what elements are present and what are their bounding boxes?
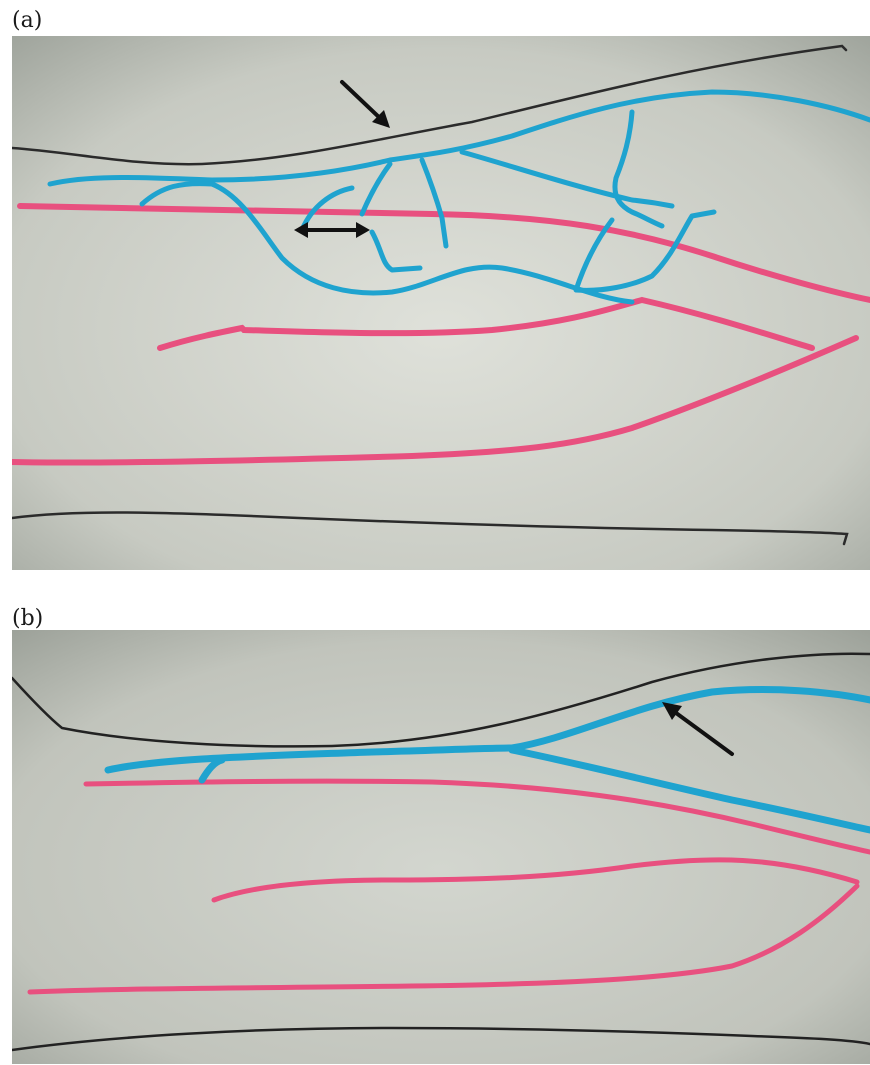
panel-a-sketch-photo	[12, 36, 870, 570]
paper-background	[12, 36, 870, 570]
panel-b-label: (b)	[12, 608, 43, 630]
paper-background	[12, 630, 870, 1064]
panel-b-sketch-photo	[12, 630, 870, 1064]
panel-a-label: (a)	[12, 10, 42, 32]
